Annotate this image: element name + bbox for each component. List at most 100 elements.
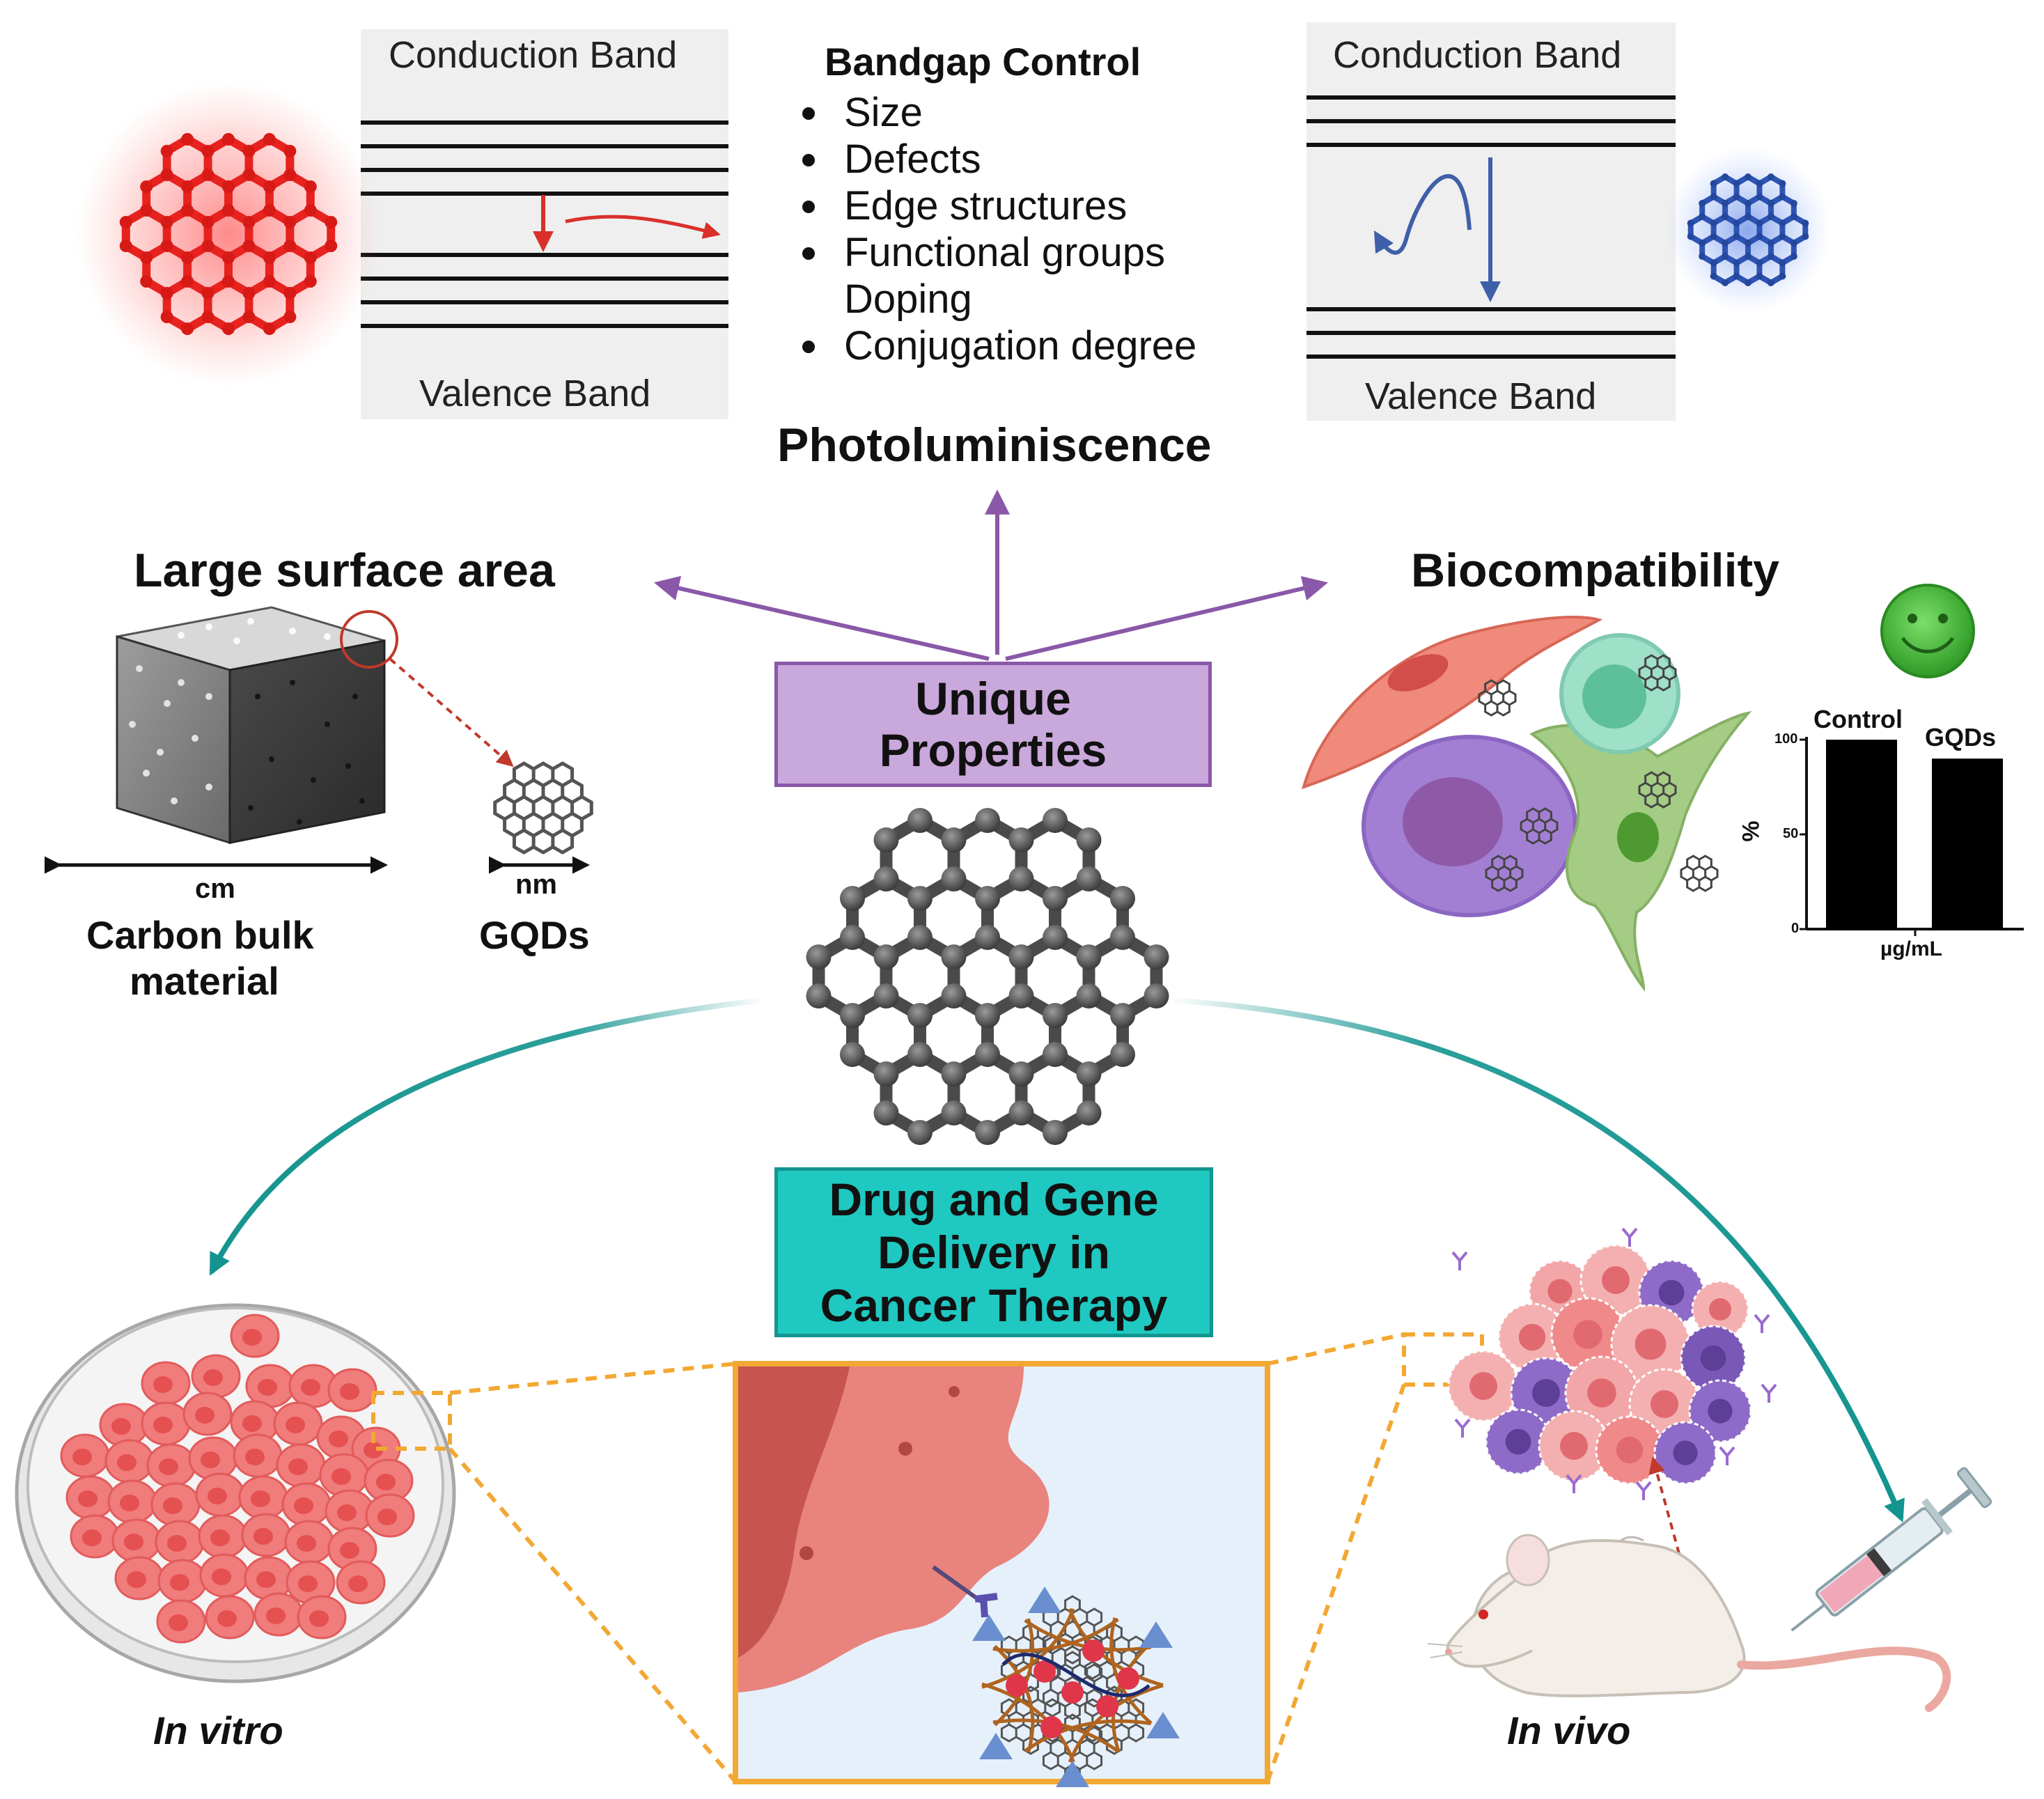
cube-pore (143, 770, 150, 777)
lattice-atom (1109, 925, 1135, 950)
lattice-bond (1056, 1620, 1067, 1627)
lattice-bond (1550, 818, 1559, 824)
lattice-bond (1650, 675, 1659, 681)
chart-bar-label-control: Control (1813, 705, 1903, 733)
lattice-atom (1790, 253, 1797, 260)
lattice-atom (1779, 233, 1786, 240)
lattice-bond (1008, 1736, 1017, 1743)
lattice-atom (1790, 240, 1797, 247)
lattice-bond (1093, 1726, 1103, 1733)
lattice-bond (1485, 865, 1494, 871)
lattice-bond (1120, 1723, 1130, 1730)
chart-y-label: % (1738, 820, 1765, 842)
lattice-bond (1064, 1633, 1074, 1640)
lattice-atom (181, 322, 194, 335)
lattice-bond (1662, 771, 1671, 777)
bullet-icon (802, 247, 815, 260)
lattice-atom (1790, 200, 1797, 207)
lattice-bond (1044, 1698, 1054, 1705)
cube-pore (352, 694, 358, 699)
lattice-bond (1692, 855, 1701, 861)
lattice-bond (1656, 802, 1665, 809)
cancer-cell (188, 1436, 238, 1481)
nm-label: nm (515, 869, 557, 900)
lattice-atom (1745, 240, 1752, 247)
lattice-bond (1120, 1635, 1130, 1642)
central-graphene-quantum-dot (806, 808, 1169, 1145)
chart-x-label: µg/mL (1880, 937, 1942, 960)
lattice-bond (1086, 1738, 1095, 1745)
lattice-bond (541, 761, 555, 771)
lattice-bond (1015, 1736, 1025, 1743)
lattice-bond (1093, 1607, 1103, 1614)
lattice-bond (1128, 1723, 1137, 1730)
lattice-bond (1022, 1635, 1032, 1642)
lattice-bond (1686, 865, 1694, 871)
lattice-bond (1084, 1673, 1094, 1680)
lattice-atom (1699, 253, 1706, 260)
band-diagram-left (361, 29, 728, 419)
lattice-atom (140, 251, 153, 264)
lattice-atom (283, 169, 297, 181)
lattice-atom (1699, 200, 1706, 207)
lattice-bond (503, 778, 516, 788)
lattice-bond (1071, 1595, 1081, 1602)
lattice-bond (1078, 1763, 1089, 1770)
cube-pore (205, 693, 212, 700)
cancer-cell (198, 1514, 248, 1559)
lattice-atom (201, 311, 214, 323)
drug-molecule (1061, 1681, 1084, 1704)
cancer-cell (99, 1403, 149, 1447)
lattice-bond (1508, 690, 1517, 696)
lattice-bond (1668, 664, 1677, 671)
lattice-atom (907, 808, 933, 833)
lattice-bond (1698, 865, 1707, 871)
lattice-atom (907, 1120, 933, 1145)
bandgap-item: Doping (844, 277, 972, 322)
lattice-bond (1509, 875, 1518, 882)
lattice-bond (1531, 818, 1540, 824)
chart-bar-label-gqds: GQDs (1925, 723, 1997, 751)
lattice-atom (1076, 1061, 1102, 1087)
lattice-bond (570, 795, 584, 804)
lattice-bond (1650, 781, 1659, 788)
lattice-bond (1015, 1711, 1025, 1718)
cancer-cell (241, 1513, 291, 1557)
lattice-bond (1478, 700, 1487, 706)
lattice-bond (1710, 865, 1719, 871)
lattice-bond (1656, 654, 1665, 660)
lattice-atom (1710, 233, 1717, 240)
bandgap-item: Conjugation degree (794, 322, 1196, 369)
lattice-bond (551, 828, 565, 838)
lattice-atom (242, 287, 256, 299)
lattice-bond (579, 795, 593, 804)
lattice-atom (1745, 200, 1752, 207)
bullet-icon (802, 341, 815, 353)
lattice-atom (907, 925, 933, 950)
lattice-bond (1686, 855, 1694, 861)
lattice-atom (975, 1003, 1000, 1028)
lattice-bond (1042, 1763, 1052, 1770)
lattice-bond (1710, 875, 1719, 882)
viability-bar-chart (1800, 737, 2024, 936)
lattice-bond (1490, 710, 1499, 717)
cube-pore (255, 694, 260, 699)
bandgap-list: Size Defects Edge structures Functional … (794, 89, 1196, 369)
cancer-cell (70, 1514, 120, 1559)
lattice-bond (1496, 710, 1505, 717)
lattice-bond (1015, 1723, 1025, 1730)
cell-gqd (1638, 771, 1677, 809)
cancer-cell (111, 1518, 162, 1563)
gene-strand (981, 1682, 1075, 1763)
lattice-atom (222, 251, 235, 264)
lattice-atom (1687, 233, 1694, 240)
lattice-bond (1668, 781, 1677, 788)
cancer-cell (336, 1560, 386, 1605)
lattice-bond (1113, 1723, 1123, 1730)
lattice-bond (561, 795, 575, 804)
lattice-bond (1704, 855, 1713, 861)
cancer-cell (297, 1595, 347, 1640)
lattice-atom (201, 240, 214, 252)
cancer-cell (107, 1479, 157, 1524)
lattice-atom (1710, 219, 1717, 227)
